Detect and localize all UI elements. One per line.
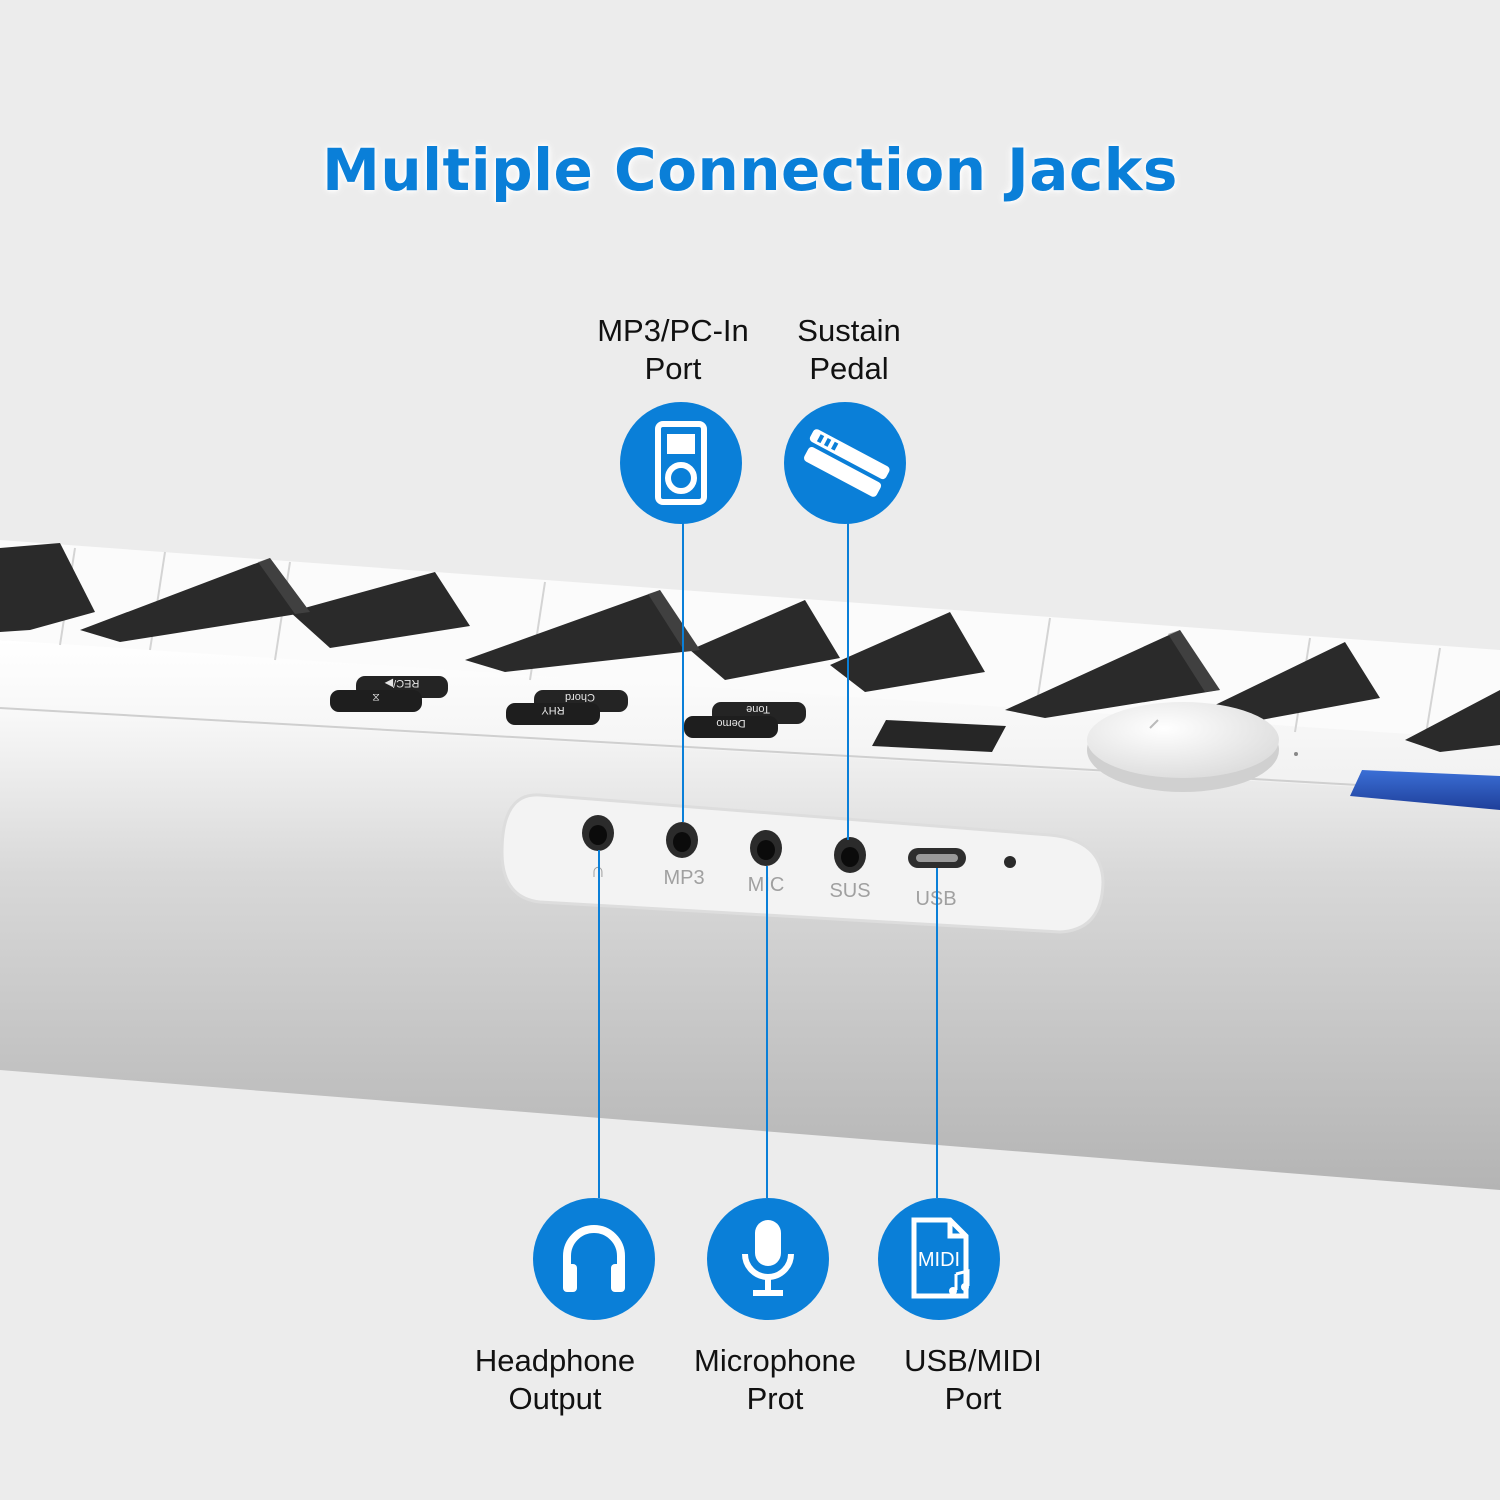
demo-button-label: Demo [716,717,745,729]
caption-microphone-line2: Prot [746,1381,804,1416]
caption-mp3: MP3/PC-In Port [558,312,788,388]
tone-button-label: Tone [746,703,770,715]
panel-button-chord[interactable]: Chord RHY [506,690,628,725]
connector-panel [500,793,1105,934]
caption-microphone: Microphone Prot [660,1342,890,1418]
chord-button-label: Chord [565,691,595,703]
headphone-icon [533,1198,655,1320]
panel-button-rec[interactable]: REC/▶ ⧖ [330,676,448,712]
caption-sustain-line1: Sustain [797,313,901,348]
caption-usb: USB/MIDI Port [858,1342,1088,1418]
jack-usb[interactable] [908,848,966,868]
leader-line-headphone [598,850,600,1198]
jack-sustain[interactable] [834,837,866,873]
microphone-icon [707,1198,829,1320]
panel-button-power[interactable] [872,720,1006,752]
keyboard-front-face [0,705,1500,1190]
black-keys [0,543,1500,752]
caption-headphone-line2: Output [508,1381,602,1416]
rec-button-label: REC/▶ [384,677,419,689]
jack-headphone[interactable] [582,815,614,851]
lcd-screen [1350,770,1500,810]
mp3-player-icon [620,402,742,524]
jack-label-mp3: MP3 [663,867,704,889]
leader-line-mp3 [682,522,684,822]
leader-line-microphone [766,866,768,1198]
caption-microphone-line1: Microphone [694,1343,856,1378]
indicator-hole [1004,856,1016,868]
volume-knob[interactable] [1087,702,1298,792]
caption-usb-line2: Port [944,1381,1002,1416]
jack-mic[interactable] [750,830,782,866]
caption-headphone: Headphone Output [440,1342,670,1418]
caption-headphone-line1: Headphone [474,1343,636,1378]
stop-button-label: ⧖ [372,691,380,703]
caption-mp3-line1: MP3/PC-In [597,313,749,348]
page-title: Multiple Connection Jacks [322,136,1178,204]
rhy-button-label: RHY [541,704,565,716]
jack-label-sus: SUS [829,880,870,902]
midi-icon-text: MIDI [918,1249,960,1271]
caption-mp3-line2: Port [644,351,702,386]
caption-sustain: Sustain Pedal [734,312,964,388]
sustain-pedal-icon [784,402,906,524]
caption-usb-line1: USB/MIDI [904,1343,1042,1378]
jack-mp3[interactable] [666,822,698,858]
panel-button-tone[interactable]: Tone Demo [684,702,806,738]
leader-line-sustain [847,522,849,840]
midi-file-icon: MIDI [878,1198,1000,1320]
leader-line-usb [936,868,938,1198]
panel-buttons: REC/▶ ⧖ Chord RHY Tone Demo [330,676,1006,752]
caption-sustain-line2: Pedal [809,351,889,386]
